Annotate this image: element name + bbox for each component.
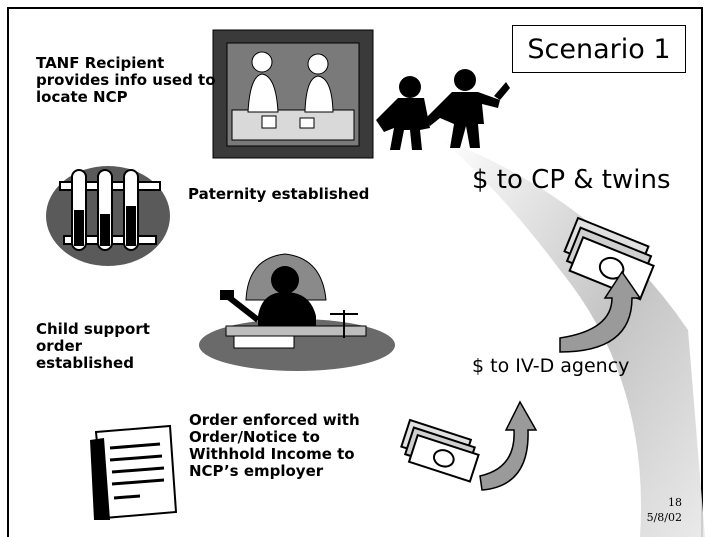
payment-to-agency-label: $ to IV-D agency: [472, 355, 630, 377]
curved-arrow-icon: [479, 270, 642, 491]
slide-title: Scenario 1: [512, 25, 686, 73]
step-paternity: Paternity established: [188, 185, 370, 203]
payment-to-cp-label: $ to CP & twins: [472, 165, 671, 195]
couple-painting-icon: [212, 29, 374, 159]
slide-date: 5/8/02: [646, 511, 682, 524]
page-number: 18: [668, 496, 682, 509]
twins-silhouette-icon: [376, 69, 510, 150]
step-locate-ncp: TANF Recipient provides info used to loc…: [36, 54, 216, 106]
light-beam: [440, 138, 705, 537]
step-support-order: Child support order established: [36, 320, 150, 372]
test-tubes-icon: [46, 166, 170, 266]
document-icon: [90, 424, 178, 520]
step-income-withholding: Order enforced with Order/Notice to With…: [189, 411, 360, 480]
slide-frame: [7, 7, 703, 537]
money-stack-icon: [400, 216, 655, 483]
judge-icon: [199, 253, 395, 371]
